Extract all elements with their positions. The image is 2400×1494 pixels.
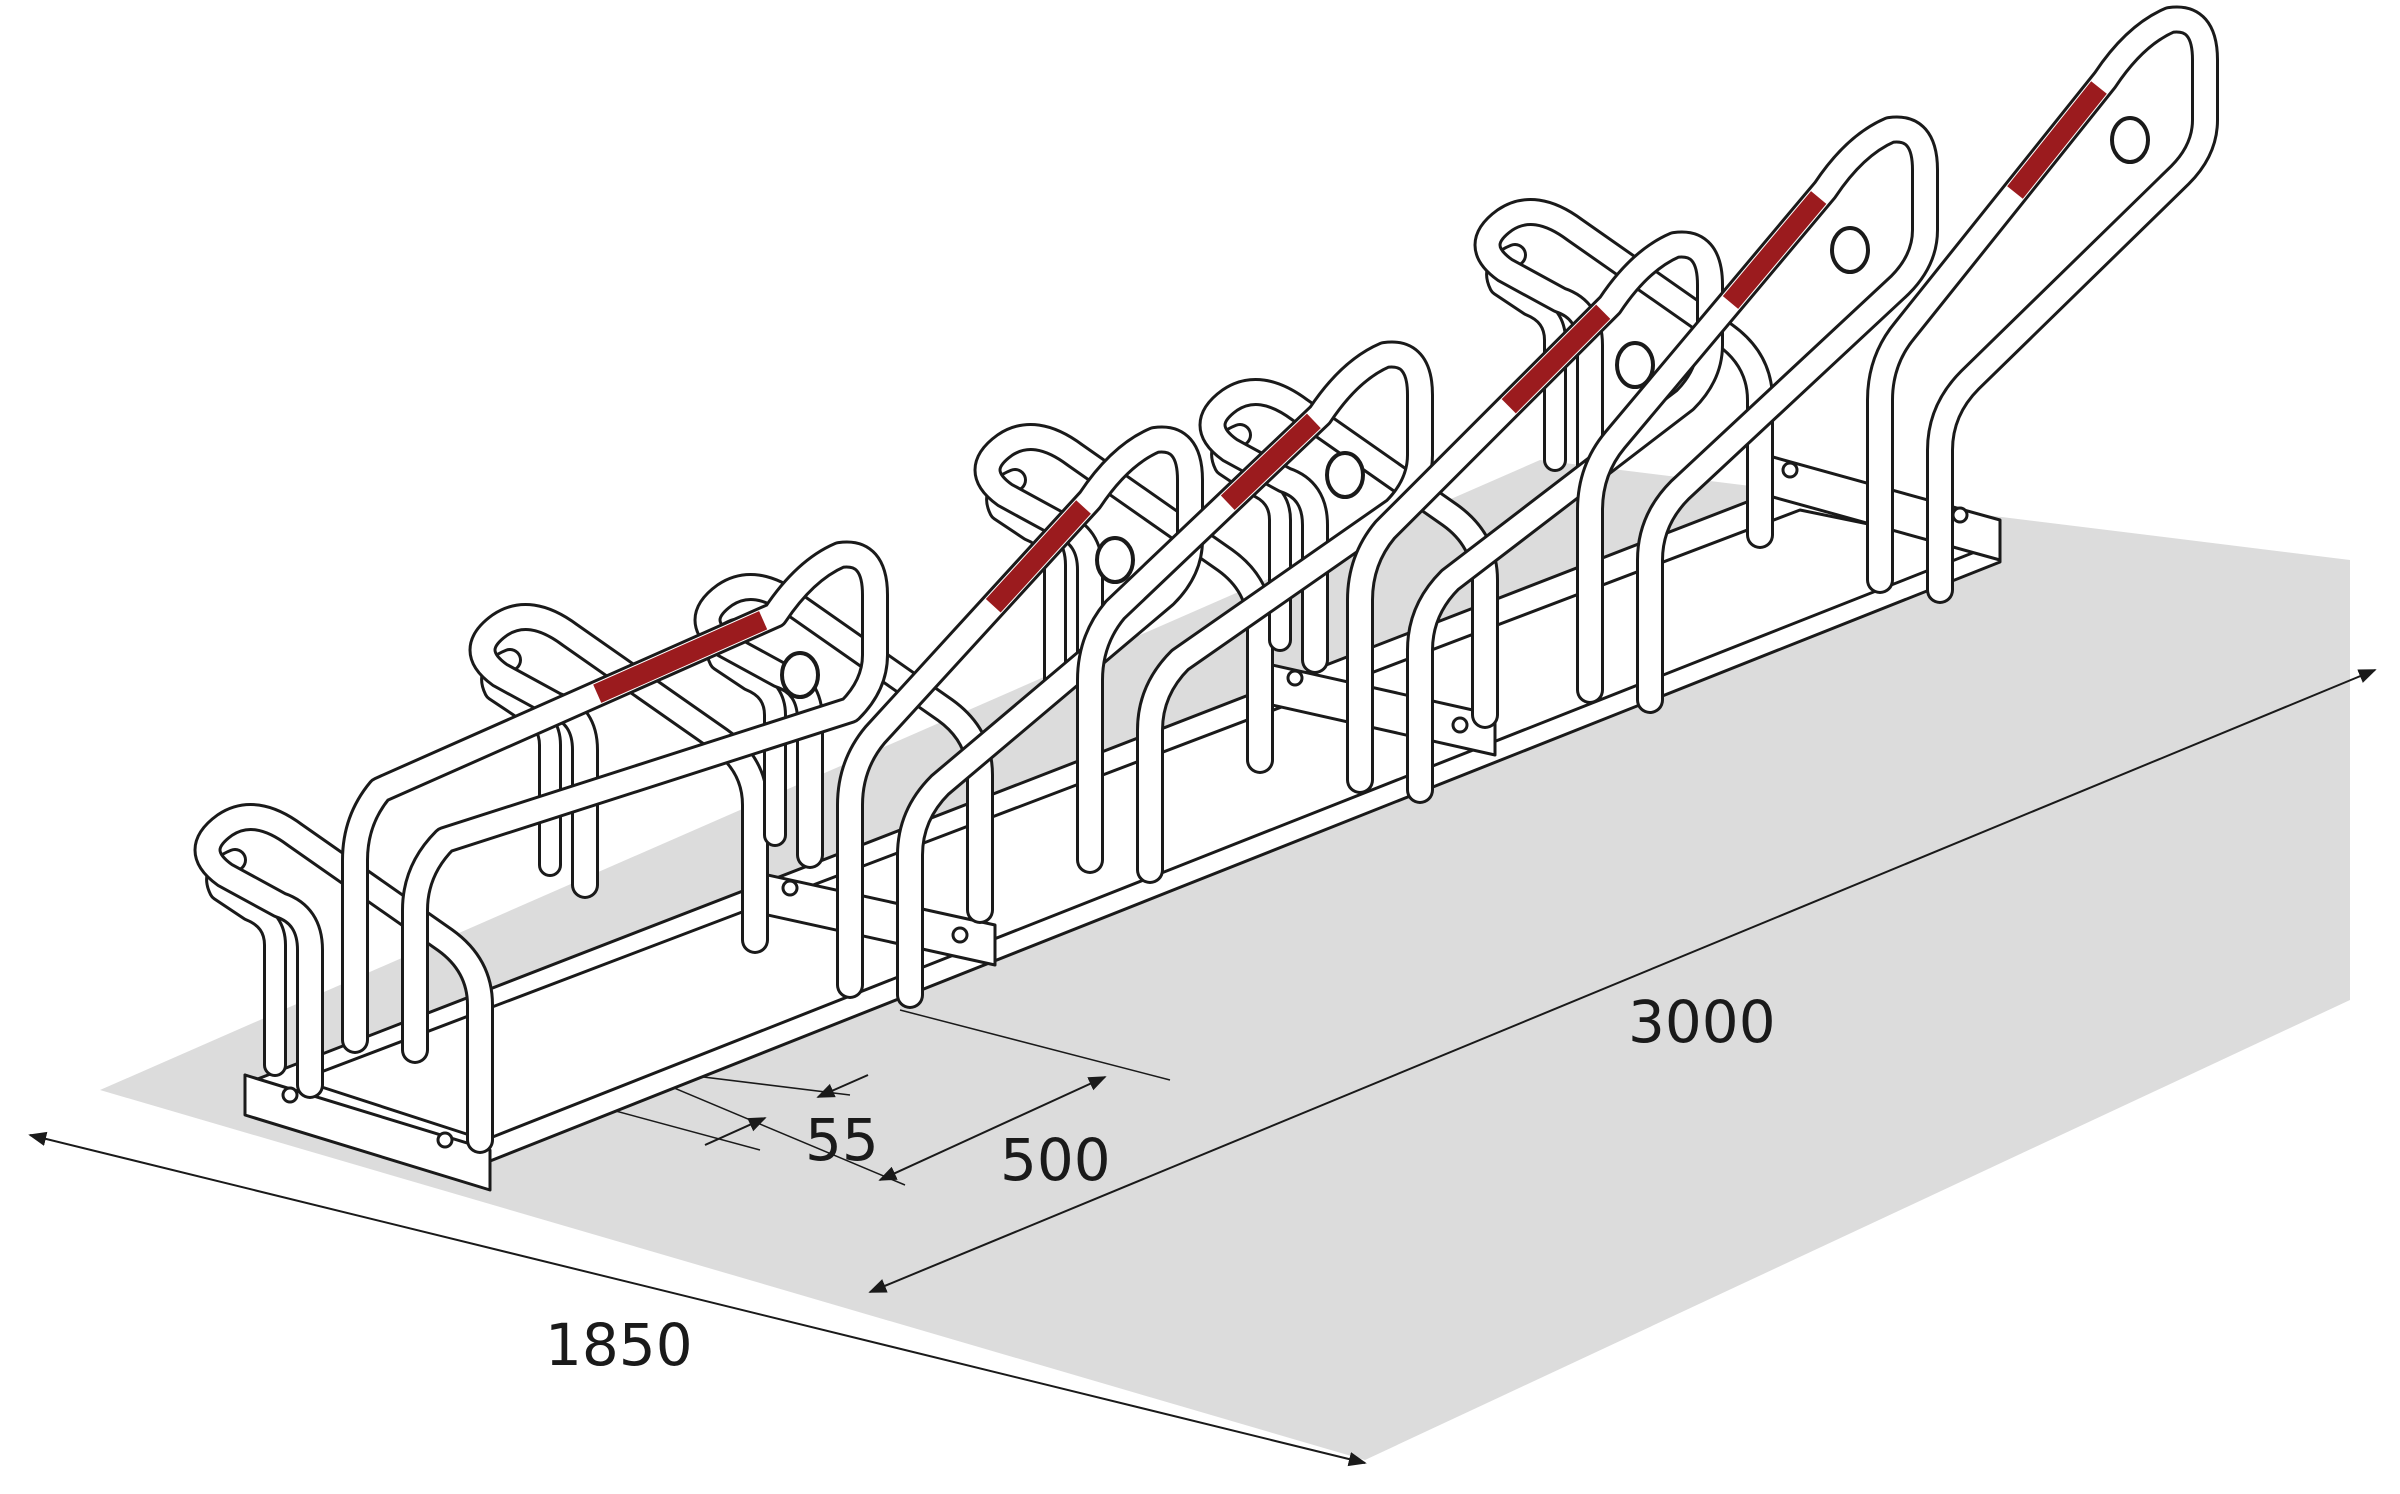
stand-high-rail	[1076, 340, 1434, 884]
stand-high-rail	[1576, 115, 1939, 714]
lock-ring	[1325, 451, 1365, 499]
bolt-hole	[781, 879, 799, 897]
bike-stands	[193, 5, 2219, 1154]
bolt-hole	[1781, 461, 1799, 479]
lock-ring	[1095, 536, 1135, 584]
floor-area	[100, 460, 2350, 1460]
end-bracket-front	[243, 1073, 492, 1192]
stand-high-rail	[341, 540, 889, 1064]
red-marking	[2007, 81, 2107, 199]
red-marking	[1220, 413, 1321, 510]
bolt-hole	[1451, 716, 1469, 734]
bolt-hole	[1286, 669, 1304, 687]
lock-ring	[1830, 226, 1870, 274]
stand-high-rail	[1346, 230, 1724, 804]
lock-ring	[2110, 116, 2150, 164]
stand-low-loop	[1473, 198, 1774, 549]
red-marking	[593, 611, 768, 703]
dimension-width-label: 1850	[545, 1311, 693, 1379]
bolt-hole	[281, 1086, 299, 1104]
bolt-hole	[1951, 506, 1969, 524]
dimension-spacing-label: 500	[1000, 1126, 1111, 1194]
red-marking	[1722, 191, 1827, 309]
stand-low-loop	[1198, 378, 1499, 729]
bolt-hole	[951, 926, 969, 944]
red-marking	[1501, 304, 1611, 414]
red-marking	[985, 500, 1091, 613]
lock-ring	[780, 651, 820, 699]
dimension-tube-label: 55	[805, 1106, 879, 1174]
bolt-hole	[436, 1131, 454, 1149]
stand-high-rail	[836, 425, 1204, 1009]
lock-ring	[1615, 341, 1655, 389]
stand-low-loop	[193, 803, 494, 1154]
stand-high-rail	[1866, 5, 2219, 604]
dimension-length-label: 3000	[1628, 988, 1776, 1056]
